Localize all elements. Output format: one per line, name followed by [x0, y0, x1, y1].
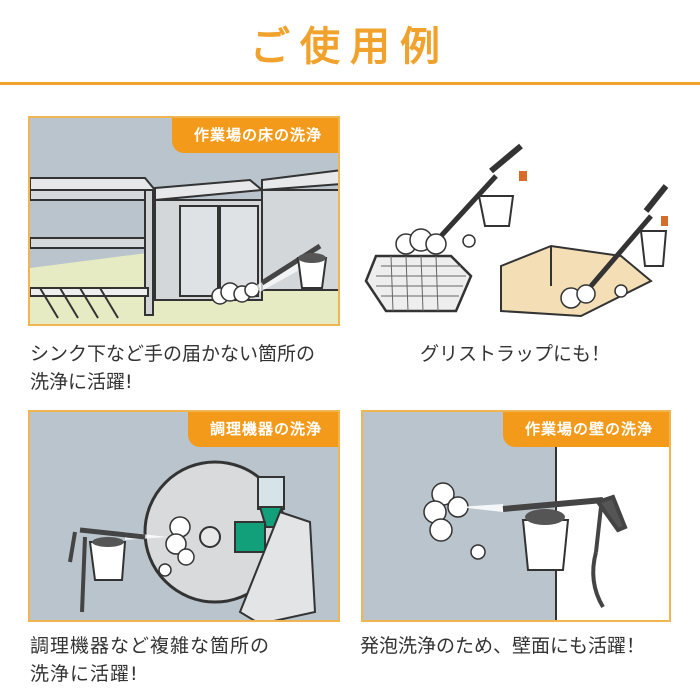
panel-caption: シンク下など手の届かない箇所の 洗浄に活躍!	[30, 343, 316, 393]
panel-caption: グリストラップにも！	[420, 343, 611, 365]
page-title: ご使用例	[250, 24, 450, 70]
panel-floor-cleaning: 作業場の床の洗浄	[28, 116, 340, 326]
grease-trap-illustration	[364, 143, 669, 318]
panel-cooking-equipment: 調理機器の洗浄	[28, 410, 340, 622]
panel-wall-cleaning: 作業場の壁の洗浄	[361, 410, 671, 622]
panel-tag: 調理機器の洗浄	[187, 412, 338, 447]
panel-grease-trap	[361, 116, 671, 326]
cooking-equipment-illustration	[68, 460, 317, 620]
panel-caption: 発泡洗浄のため、壁面にも活躍！	[360, 635, 646, 657]
title-divider	[0, 82, 700, 85]
panel-tag: 作業場の壁の洗浄	[502, 412, 669, 447]
panel-tag: 作業場の床の洗浄	[171, 118, 338, 153]
panel-caption: 調理機器など複雑な箇所の 洗浄に活躍!	[30, 635, 271, 685]
floor-cleaning-illustration	[30, 169, 338, 324]
